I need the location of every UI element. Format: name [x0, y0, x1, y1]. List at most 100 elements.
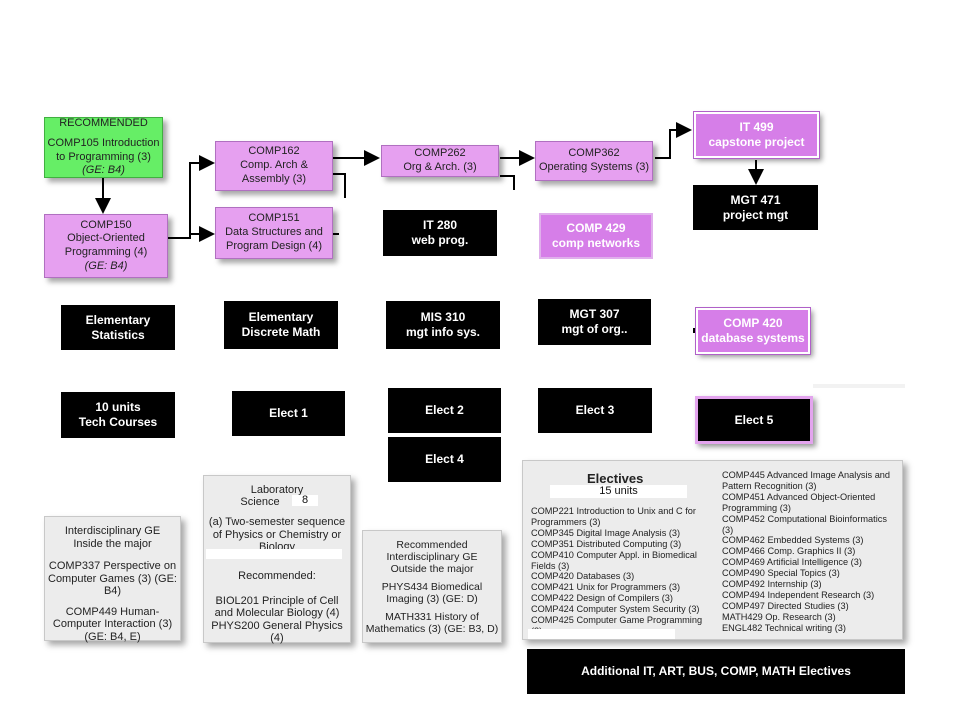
- arrow-comp162-down: [333, 173, 346, 198]
- mgt471-title: project mgt: [722, 207, 789, 222]
- it280-box[interactable]: IT 280 web prog.: [383, 210, 497, 256]
- comp262-box[interactable]: COMP262 Org & Arch. (3): [381, 145, 499, 177]
- mgt307-box[interactable]: MGT 307 mgt of org..: [538, 299, 651, 345]
- electives-units: 15 units: [599, 485, 638, 497]
- outside-line4: PHYS434 Biomedical: [381, 581, 483, 593]
- elective-left-1: Programmers (3): [531, 516, 601, 527]
- electives-units-patch: 15 units: [550, 485, 687, 498]
- elective-left-6: COMP420 Databases (3): [531, 571, 635, 582]
- it280-code: IT 280: [422, 218, 458, 232]
- elect4-box[interactable]: Elect 4: [388, 437, 501, 482]
- comp105-line3: (GE: B4): [82, 164, 125, 177]
- arrow-comp362-it499: [655, 122, 692, 159]
- elective-right-4: COMP452 Computational Bioinformatics: [722, 513, 887, 524]
- elective-left-2: COMP345 Digital Image Analysis (3): [531, 527, 681, 538]
- inside-line7: Computer Interaction (3): [52, 618, 173, 630]
- outside-line3: Outside the major: [390, 563, 474, 575]
- comp162-line2: Comp. Arch &: [240, 159, 308, 172]
- elect4-label: Elect 4: [425, 452, 464, 466]
- inside-line1: Interdisciplinary GE: [64, 525, 161, 537]
- comp162-code: COMP162: [248, 145, 300, 158]
- elective-right-11: COMP494 Independent Research (3): [722, 589, 875, 600]
- comp151-line2: Data Structures and: [225, 226, 323, 239]
- inside-line4: Computer Games (3) (GE:: [48, 572, 177, 585]
- comp162-box[interactable]: COMP162 Comp. Arch & Assembly (3): [215, 141, 333, 191]
- it499-box[interactable]: IT 499 capstone project: [693, 111, 820, 159]
- statistics-line1: Elementary: [85, 312, 151, 327]
- comp362-box[interactable]: COMP362 Operating Systems (3): [535, 141, 653, 181]
- mgt471-box[interactable]: MGT 471 project mgt: [693, 185, 818, 230]
- arrow-comp262-down: [500, 175, 515, 190]
- comp151-code: COMP151: [248, 212, 300, 225]
- electives-cover-strip: [528, 629, 675, 639]
- discrete-line2: Discrete Math: [241, 325, 321, 339]
- inside-line5: B4): [103, 585, 122, 597]
- elective-left-3: COMP351 Distributed Computing (3): [531, 538, 682, 549]
- elect3-box[interactable]: Elect 3: [538, 388, 652, 433]
- lab-science-panel: Laboratory Science 8 (a) Two-semester se…: [203, 475, 351, 644]
- comp162-line3: Assembly (3): [241, 172, 307, 185]
- elect1-box[interactable]: Elect 1: [232, 391, 345, 436]
- discrete-line1: Elementary: [248, 310, 314, 324]
- elective-left-10: COMP425 Computer Game Programming: [531, 615, 703, 626]
- elective-left-0: COMP221 Introduction to Unix and C for: [531, 506, 696, 516]
- comp429-title: comp networks: [551, 236, 641, 250]
- inside-line6: COMP449 Human-: [65, 605, 160, 618]
- elect2-box[interactable]: Elect 2: [388, 388, 501, 433]
- outside-line2: Interdisciplinary GE: [386, 551, 478, 563]
- arrow-comp150-comp162: [168, 155, 215, 239]
- cover-right-edge: [813, 384, 905, 388]
- elective-right-0: COMP445 Advanced Image Analysis and: [722, 470, 891, 480]
- elective-right-1: Pattern Recognition (3): [722, 480, 817, 491]
- elementary-statistics-box[interactable]: Elementary Statistics: [61, 305, 175, 350]
- comp150-line2: Object-Oriented: [67, 232, 145, 245]
- inside-line8: (GE: B4, E): [84, 630, 141, 643]
- additional-electives-box[interactable]: Additional IT, ART, BUS, COMP, MATH Elec…: [527, 649, 905, 694]
- elective-left-8: COMP422 Design of Compilers (3): [531, 593, 673, 604]
- comp420-box[interactable]: COMP 420 database systems: [695, 307, 811, 355]
- discrete-math-box[interactable]: Elementary Discrete Math: [224, 301, 338, 349]
- elective-right-7: COMP466 Comp. Graphics II (3): [722, 546, 856, 557]
- lab-recommended: Recommended:: [238, 570, 316, 582]
- lab-units: 8: [301, 494, 309, 506]
- comp105-line2: to Programming (3): [56, 150, 151, 163]
- comp150-line3: Programming (4): [64, 246, 148, 258]
- ge-inside-major-panel: Interdisciplinary GE Inside the major CO…: [44, 516, 181, 643]
- recommended-comp105-box[interactable]: RECOMMENDED COMP105 Introduction to Prog…: [44, 117, 163, 178]
- additional-electives-label: Additional IT, ART, BUS, COMP, MATH Elec…: [581, 664, 851, 678]
- elective-right-13: MATH429 Op. Research (3): [722, 611, 836, 622]
- comp262-code: COMP262: [414, 147, 466, 160]
- comp151-box[interactable]: COMP151 Data Structures and Program Desi…: [215, 207, 333, 259]
- comp150-line4: (GE: B4): [84, 259, 128, 272]
- tech-courses-units-box[interactable]: 10 units Tech Courses: [61, 392, 175, 438]
- elect5-label: Elect 5: [734, 412, 774, 427]
- lab-line9: (4): [270, 632, 284, 644]
- units10-line1: 10 units: [95, 400, 141, 414]
- elective-right-12: COMP497 Directed Studies (3): [722, 600, 849, 611]
- lab-line2: Science: [240, 496, 280, 508]
- lab-line4: of Physics or Chemistry or: [212, 528, 342, 541]
- outside-line1: Recommended: [396, 539, 468, 551]
- mgt307-code: MGT 307: [569, 307, 620, 321]
- electives-panel: Electives 15 units COMP221 Introduction …: [522, 460, 903, 640]
- outside-line5: Imaging (3) (GE: D): [386, 593, 478, 605]
- comp151-line3: Program Design (4): [226, 239, 322, 252]
- comp362-code: COMP362: [568, 147, 620, 160]
- comp262-line2: Org & Arch. (3): [403, 161, 477, 173]
- comp420-code: COMP 420: [723, 316, 783, 330]
- it499-code: IT 499: [739, 120, 774, 134]
- elect1-label: Elect 1: [269, 406, 308, 420]
- lab-line1: Laboratory: [250, 484, 304, 496]
- comp362-line2: Operating Systems (3): [538, 161, 650, 173]
- mis310-box[interactable]: MIS 310 mgt info sys.: [386, 301, 500, 349]
- lab-line3: (a) Two-semester sequence: [208, 516, 346, 528]
- it499-title: capstone project: [708, 135, 805, 149]
- elect5-box[interactable]: Elect 5: [695, 396, 813, 444]
- comp429-box[interactable]: COMP 429 comp networks: [539, 213, 653, 259]
- units10-line2: Tech Courses: [78, 415, 158, 429]
- comp150-box[interactable]: COMP150 Object-Oriented Programming (4) …: [44, 214, 168, 278]
- inside-line3: COMP337 Perspective on: [48, 560, 177, 572]
- elective-left-7: COMP421 Unix for Programmers (3): [531, 582, 681, 593]
- mis310-title: mgt info sys.: [405, 325, 480, 339]
